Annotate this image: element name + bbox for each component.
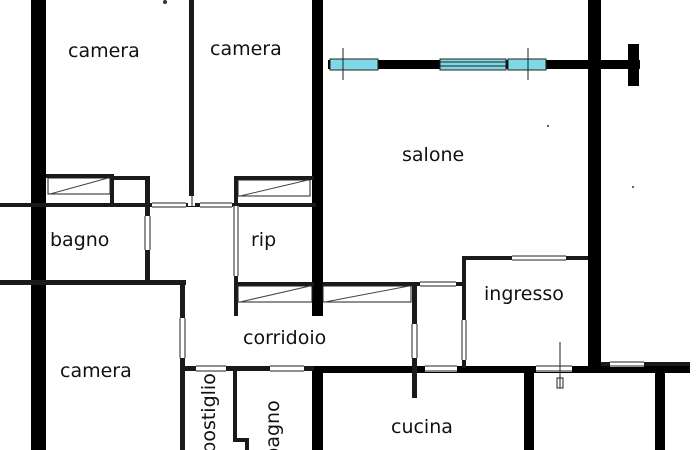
wall-camera-divider	[189, 0, 194, 205]
wall-rip2-right	[233, 366, 237, 440]
wall-mid-center	[190, 203, 316, 207]
door-corridor-frame-1	[237, 285, 313, 303]
wall-kitchen-right	[524, 366, 534, 450]
wall-rip-bottom	[234, 282, 314, 286]
room-label-camera-top-mid: camera	[210, 38, 282, 60]
room-label-salone: salone	[402, 144, 464, 166]
window-salone-1	[329, 58, 379, 71]
room-labels: camera camera salone bagno rip ingresso …	[50, 38, 564, 450]
wall-bagno-top-a	[46, 174, 112, 178]
wall-kitchen-top	[312, 366, 690, 373]
wall-corridor-bottom	[180, 366, 314, 371]
door-corridor-frame-2	[322, 285, 412, 303]
room-label-camera-top-left: camera	[68, 40, 140, 62]
wall-balcony-end	[628, 44, 639, 86]
wall-bagno-notch-h	[110, 176, 148, 180]
windows	[329, 48, 547, 80]
room-label-camera-bottom: camera	[60, 360, 132, 382]
wall-salone-right	[588, 0, 601, 366]
room-label-bagno: bagno	[50, 229, 109, 251]
wall-bagno-notch-v	[110, 174, 114, 206]
door-bagno-frame	[47, 177, 111, 195]
room-label-cucina: cucina	[391, 416, 453, 438]
door-rip-frame	[237, 179, 311, 197]
wall-right-bottom	[655, 366, 665, 450]
room-label-rip: rip	[251, 229, 276, 251]
room-label-corridoio: corridoio	[243, 327, 326, 349]
wall-rip2-step	[233, 438, 248, 442]
window-salone-3	[507, 58, 547, 71]
window-salone-2	[439, 58, 507, 71]
wall-salone-left	[312, 0, 323, 316]
wall-mid-left	[0, 203, 190, 207]
wall-camera-bottom-right	[180, 280, 185, 450]
wall-camera-bottom-top	[0, 280, 186, 285]
doors	[47, 177, 644, 389]
wall-kitchen-left	[312, 366, 323, 450]
room-label-ingresso: ingresso	[484, 283, 564, 305]
wall-salone-bottom	[323, 282, 418, 286]
wall-left-outer	[31, 0, 46, 450]
wall-rip2-step-v	[245, 438, 249, 450]
wall-ingresso-left	[462, 256, 466, 368]
wall-right-stub	[601, 362, 690, 366]
wall-rip-top	[234, 176, 314, 180]
room-label-bagno-bottom: bagno	[262, 400, 284, 450]
room-label-ripostiglio: ripostiglio	[198, 373, 220, 450]
